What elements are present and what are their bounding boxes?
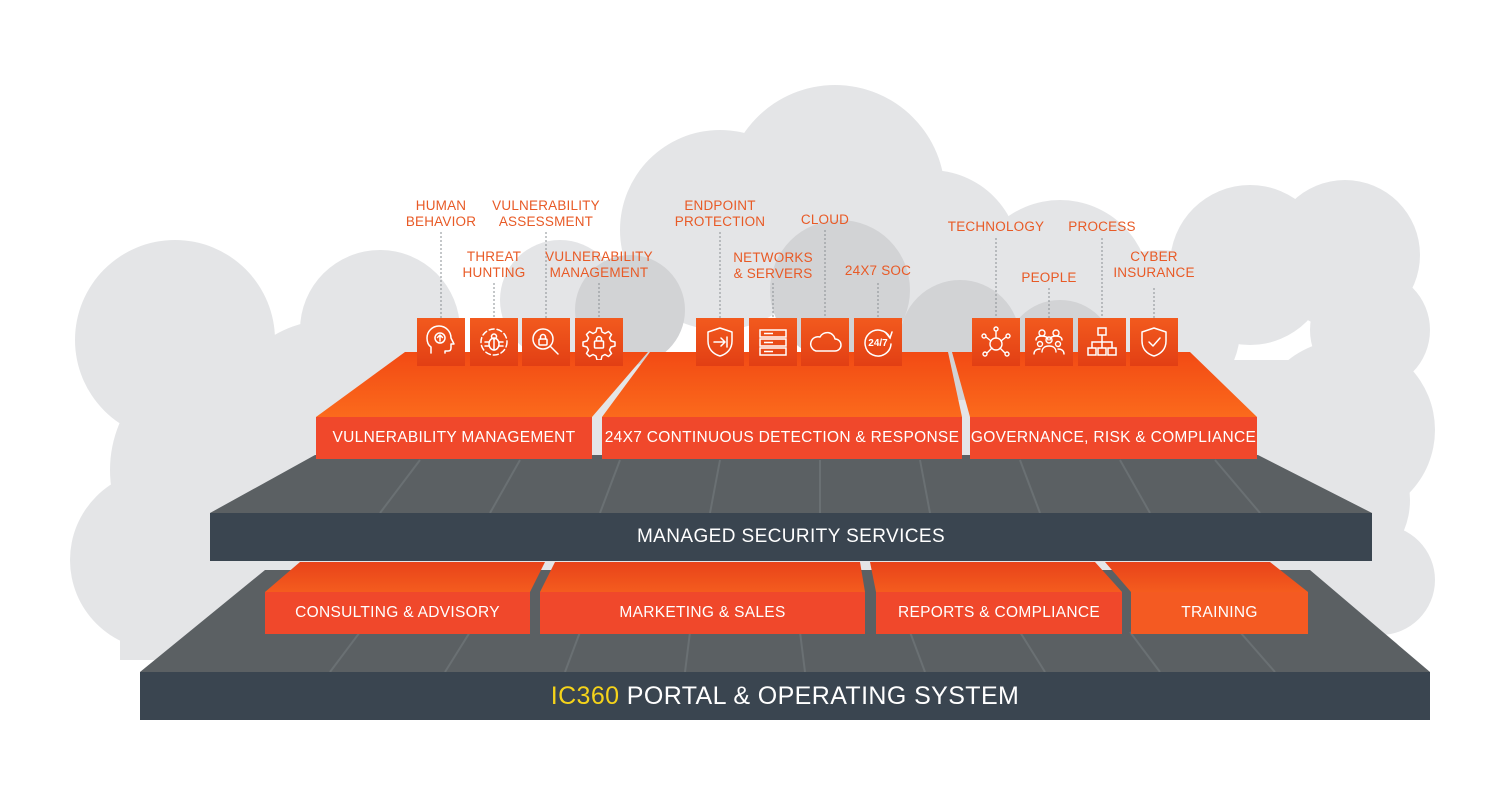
shield-check-icon (1130, 318, 1178, 366)
consulting-slab-top (265, 562, 545, 592)
reports-slab-top (870, 562, 1122, 592)
detection-pillar-top (602, 352, 962, 417)
managed-platform-top (210, 455, 1372, 513)
magnifier-lock-icon (522, 318, 570, 366)
vulnerability-management-pillar: VULNERABILITY MANAGEMENT (316, 417, 592, 459)
training-slab-top (1105, 562, 1308, 592)
head-gear-icon (417, 318, 465, 366)
people-icon (1025, 318, 1073, 366)
label-networks-servers: NETWORKS& SERVERS (733, 250, 813, 281)
label-24x7-soc: 24X7 SOC (844, 263, 912, 278)
portal-operating-system-band: IC360 PORTAL & OPERATING SYSTEM (140, 672, 1430, 720)
clock-247-icon: 24/7 (854, 318, 902, 366)
network-head-icon (972, 318, 1020, 366)
governance-pillar-top (952, 352, 1257, 417)
marketing-slab-top (540, 562, 865, 592)
vulnerability-pillar-top (316, 352, 648, 417)
governance-risk-compliance-pillar: GOVERNANCE, RISK & COMPLIANCE (970, 417, 1257, 459)
shield-arrow-icon (696, 318, 744, 366)
marketing-sales-slab: MARKETING & SALES (540, 592, 865, 634)
hierarchy-icon (1078, 318, 1126, 366)
ic360-brand: IC360 (550, 681, 620, 710)
svg-text:24/7: 24/7 (868, 338, 888, 349)
label-process: PROCESS (1068, 219, 1136, 234)
cloud-icon (801, 318, 849, 366)
reports-compliance-slab: REPORTS & COMPLIANCE (876, 592, 1122, 634)
bug-icon (470, 318, 518, 366)
training-slab: TRAINING (1131, 592, 1308, 634)
server-icon (749, 318, 797, 366)
label-people: PEOPLE (1021, 270, 1077, 285)
portal-title: PORTAL & OPERATING SYSTEM (619, 681, 1020, 710)
managed-security-services-band: MANAGED SECURITY SERVICES (210, 513, 1372, 561)
consulting-advisory-slab: CONSULTING & ADVISORY (265, 592, 530, 634)
gear-lock-icon (575, 318, 623, 366)
label-technology: TECHNOLOGY (947, 219, 1045, 234)
detection-response-pillar: 24X7 CONTINUOUS DETECTION & RESPONSE (602, 417, 962, 459)
label-cloud: CLOUD (800, 212, 850, 227)
